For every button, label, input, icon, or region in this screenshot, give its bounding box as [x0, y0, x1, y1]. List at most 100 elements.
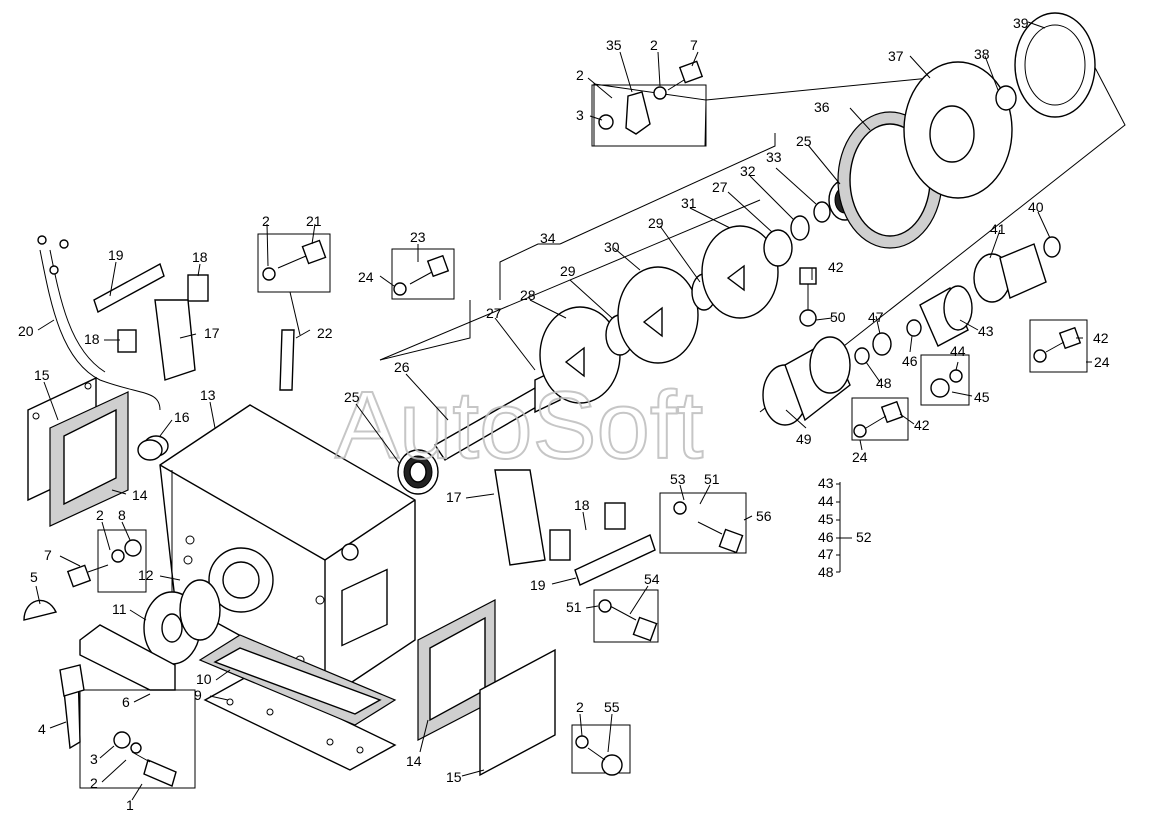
base-plate-9 [203, 674, 397, 771]
label-11: 11 [112, 601, 127, 617]
cam-27-right [763, 229, 793, 267]
terminal-strip-19-bottom [574, 534, 656, 586]
bolt-42-right [1033, 326, 1082, 363]
nut-40 [1043, 236, 1061, 258]
bolt-23 [393, 254, 450, 296]
frame-bolt-1 [79, 689, 196, 789]
label-13: 13 [200, 387, 216, 403]
legend-item-47: 47 [818, 546, 834, 562]
cam-31 [701, 225, 779, 319]
label-51-top: 51 [704, 471, 720, 487]
label-44: 44 [950, 343, 966, 359]
frame-bolt-56 [659, 492, 747, 554]
label-55: 55 [604, 699, 620, 715]
label-4: 4 [38, 721, 46, 737]
label-14-left: 14 [132, 487, 148, 503]
flange-41 [973, 243, 1047, 303]
legend-item-46: 46 [818, 529, 834, 545]
frame-nut-45 [920, 354, 970, 406]
bolt-42-vertical [799, 267, 817, 327]
label-31: 31 [681, 195, 697, 211]
label-51-bottom: 51 [566, 599, 582, 615]
cam-30 [617, 266, 699, 364]
label-49: 49 [796, 431, 812, 447]
label-27-right: 27 [712, 179, 728, 195]
label-54: 54 [644, 571, 660, 587]
label-17-bottom: 17 [446, 489, 462, 505]
label-3-bottom: 3 [90, 751, 98, 767]
plug-38 [995, 85, 1017, 111]
frame-bolt-42-mid [851, 397, 909, 441]
bolt-42-mid [853, 400, 904, 438]
label-2-left: 2 [96, 507, 104, 523]
label-42-mid: 42 [914, 417, 930, 433]
label-20: 20 [18, 323, 34, 339]
bolt-21 [262, 239, 327, 281]
label-7-left: 7 [44, 547, 52, 563]
label-48: 48 [876, 375, 892, 391]
cover-15-bottom [479, 648, 556, 777]
label-10: 10 [196, 671, 212, 687]
label-18-left: 18 [84, 331, 100, 347]
screw-55 [575, 735, 623, 776]
label-25-right: 25 [796, 133, 812, 149]
label-34: 34 [540, 230, 556, 246]
label-24-left: 24 [358, 269, 374, 285]
frame-bolt-21 [257, 233, 331, 293]
label-3-top: 3 [576, 107, 584, 123]
label-24-mid: 24 [852, 449, 868, 465]
gasket-10 [198, 634, 397, 726]
legend-result-52: 52 [856, 529, 872, 545]
label-38: 38 [974, 46, 990, 62]
label-29-right: 29 [648, 215, 664, 231]
label-14-bottom: 14 [406, 753, 422, 769]
legend-item-45: 45 [818, 511, 834, 527]
label-22: 22 [317, 325, 333, 341]
strap-22 [279, 329, 295, 391]
frame-bolt-42-right [1029, 319, 1088, 373]
housing-49 [762, 336, 851, 426]
label-5: 5 [30, 569, 38, 585]
motor-43 [919, 285, 973, 347]
label-15-left: 15 [34, 367, 50, 383]
label-29-left: 29 [560, 263, 576, 279]
label-40: 40 [1028, 199, 1044, 215]
label-35: 35 [606, 37, 622, 53]
flange-12 [179, 579, 221, 641]
label-39: 39 [1013, 15, 1029, 31]
washer-48 [854, 347, 870, 365]
bracket-35 [625, 91, 651, 135]
bracket-6 [79, 624, 176, 691]
nut-33 [813, 201, 831, 223]
bearing-25-left [397, 449, 439, 495]
label-25-left: 25 [344, 389, 360, 405]
bolt-7-top [598, 60, 704, 130]
axis-lines [289, 57, 1126, 413]
label-6: 6 [122, 694, 130, 710]
nut-45 [930, 369, 963, 398]
terminal-strip-19-top [93, 262, 165, 314]
label-43: 43 [978, 323, 994, 339]
legend-bracket: 43 44 45 46 47 48 52 [818, 475, 872, 580]
label-9: 9 [194, 687, 202, 703]
switch-17-bottom [494, 469, 546, 566]
label-46: 46 [902, 353, 918, 369]
washer-47 [872, 332, 892, 356]
label-27-left: 27 [486, 305, 502, 321]
label-45: 45 [974, 389, 990, 405]
label-2-bottom: 2 [90, 775, 98, 791]
label-18-top: 18 [192, 249, 208, 265]
bracket-4 [59, 664, 85, 750]
gasket-14-left [49, 391, 129, 527]
label-16: 16 [174, 409, 190, 425]
label-37: 37 [888, 48, 904, 64]
gasket-39 [1014, 12, 1096, 118]
nut-46 [906, 319, 922, 337]
label-1: 1 [126, 797, 134, 813]
label-2-top: 2 [650, 37, 658, 53]
frame-bolt-23 [391, 248, 455, 300]
label-7-top: 7 [690, 37, 698, 53]
label-19-bottom: 19 [530, 577, 546, 593]
label-47: 47 [868, 309, 884, 325]
